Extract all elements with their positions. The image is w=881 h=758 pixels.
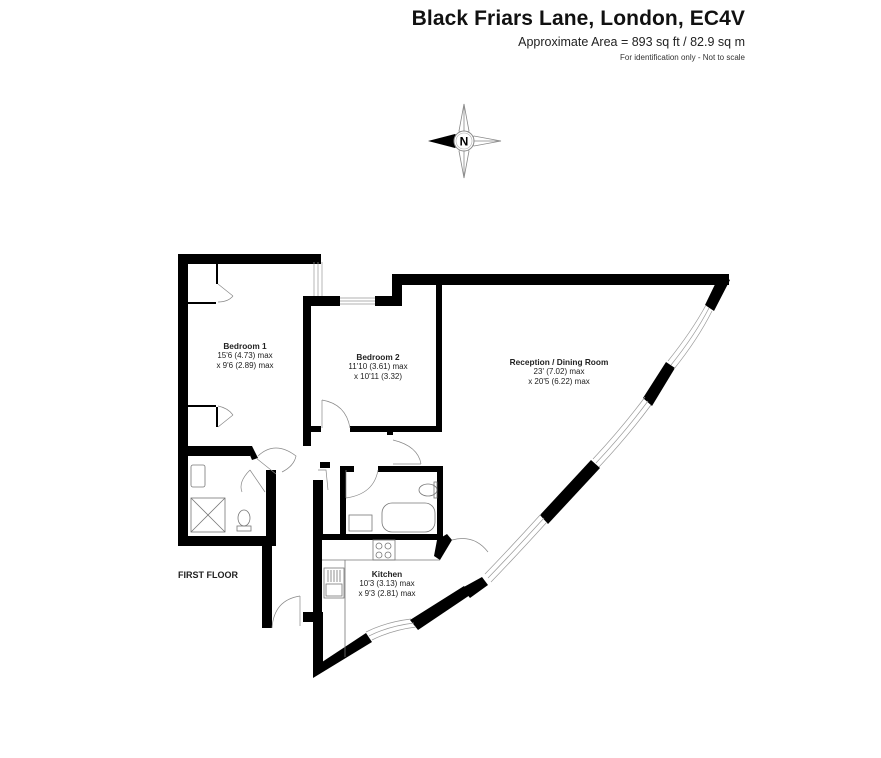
room-dimension-length: 15'6 (4.73) max: [217, 351, 273, 360]
room-dimension-length: 10'3 (3.13) max: [359, 579, 415, 588]
room-dimension-width: x 20'5 (6.22) max: [528, 377, 590, 386]
room-dimension-length: 23' (7.02) max: [533, 367, 585, 376]
room-name: Reception / Dining Room: [509, 357, 609, 367]
room-name: Kitchen: [371, 569, 403, 579]
area-summary: Approximate Area = 893 sq ft / 82.9 sq m: [518, 35, 745, 49]
fixtures: [190, 464, 440, 657]
doors: [217, 283, 489, 629]
windows: [313, 262, 713, 641]
header: Black Friars Lane, London, EC4V Approxim…: [412, 6, 745, 63]
room-label-kitchen: Kitchen 10'3 (3.13) max x 9'3 (2.81) max: [358, 569, 415, 599]
room-dimension-width: x 9'3 (2.81) max: [358, 589, 416, 598]
room-name: Bedroom 2: [356, 352, 400, 362]
floor-label: FIRST FLOOR: [178, 570, 238, 580]
room-dimension-length: 11'10 (3.61) max: [348, 362, 408, 371]
room-label-bedroom-1: Bedroom 1 15'6 (4.73) max x 9'6 (2.89) m…: [216, 341, 273, 371]
svg-text:N: N: [460, 135, 469, 149]
compass-rose-icon: N: [428, 103, 502, 179]
walls: [178, 254, 730, 678]
room-label-bedroom-2: Bedroom 2 11'10 (3.61) max x 10'11 (3.32…: [348, 352, 407, 382]
room-dimension-width: x 10'11 (3.32): [353, 372, 403, 381]
room-dimension-width: x 9'6 (2.89) max: [216, 361, 274, 370]
disclaimer: For identification only - Not to scale: [620, 53, 745, 62]
property-title: Black Friars Lane, London, EC4V: [411, 7, 745, 30]
room-label-reception-dining: Reception / Dining Room 23' (7.02) max x…: [510, 357, 609, 387]
room-name: Bedroom 1: [223, 341, 267, 351]
